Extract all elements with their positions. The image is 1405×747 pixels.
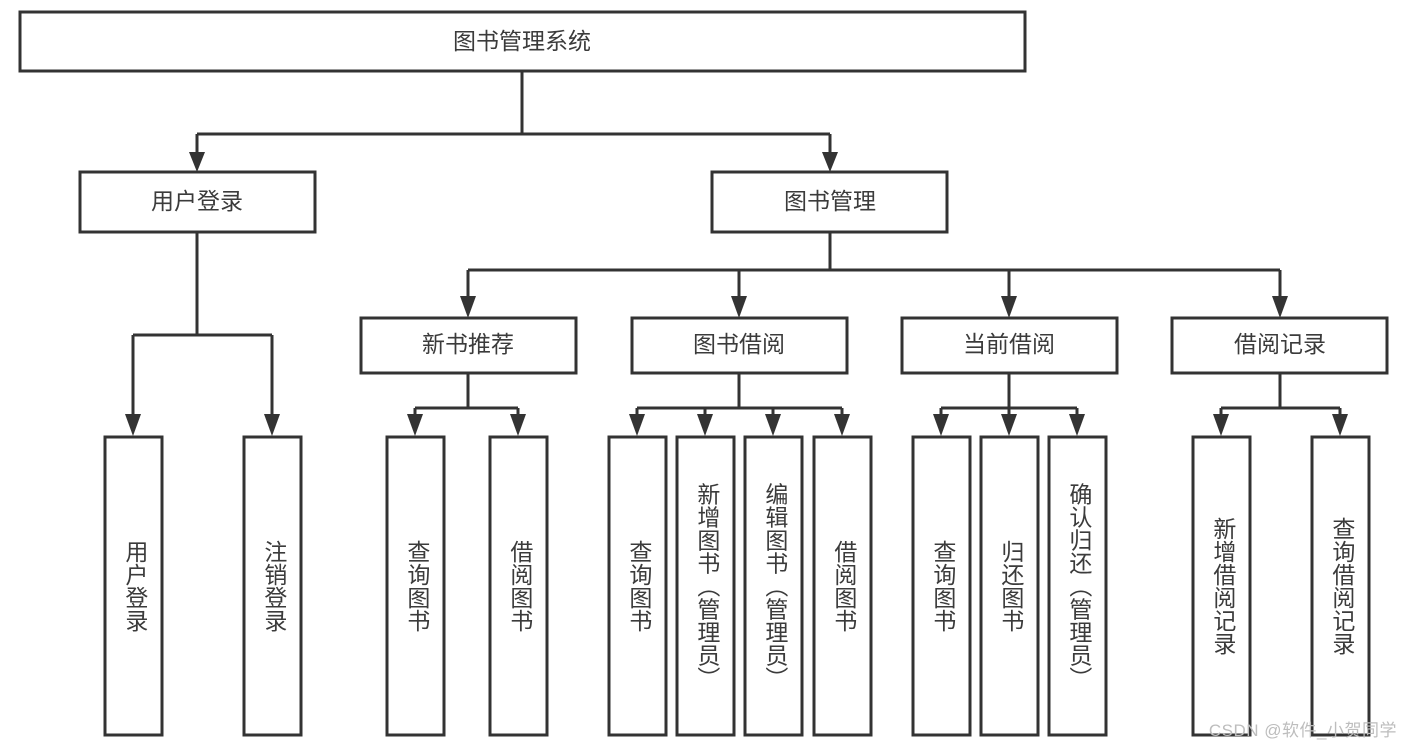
leaf-user-login-2-label: 注销登录 <box>261 540 288 632</box>
leaf-current-borrow-1[interactable]: 查询图书 <box>911 435 972 737</box>
leaf-book-borrow-3-box[interactable] <box>743 435 804 737</box>
node-book-management[interactable]: 图书管理 <box>710 170 949 234</box>
leaf-current-borrow-2-label: 归还图书 <box>998 540 1025 632</box>
leaf-borrow-record-2[interactable]: 查询借阅记录 <box>1310 435 1371 737</box>
arrow-book-mgmt-child-1 <box>460 296 476 318</box>
arrow-book-borrow-leaf-4 <box>834 414 850 436</box>
arrow-current-borrow-leaf-2 <box>1001 414 1017 436</box>
node-root[interactable]: 图书管理系统 <box>18 10 1027 73</box>
arrow-book-borrow-leaf-1 <box>629 414 645 436</box>
leaf-user-login-1-label: 用户登录 <box>122 540 149 632</box>
arrow-new-book-leaf-2 <box>510 414 526 436</box>
arrow-root-to-user-login <box>189 152 205 172</box>
leaf-new-book-2-label: 借阅图书 <box>507 540 534 632</box>
node-new-book-recommend[interactable]: 新书推荐 <box>359 316 578 375</box>
leaf-user-login-2-box[interactable] <box>242 435 303 737</box>
node-new-book-recommend-label: 新书推荐 <box>422 331 514 357</box>
arrow-user-login-leaf-1 <box>125 414 141 436</box>
leaf-user-login-2[interactable]: 注销登录 <box>242 435 303 737</box>
arrow-book-mgmt-child-2 <box>731 296 747 318</box>
node-current-borrow-box[interactable] <box>900 316 1119 375</box>
arrow-current-borrow-leaf-1 <box>933 414 949 436</box>
node-borrow-record[interactable]: 借阅记录 <box>1170 316 1389 375</box>
leaf-current-borrow-2-box[interactable] <box>979 435 1040 737</box>
leaf-book-borrow-1[interactable]: 查询图书 <box>607 435 668 737</box>
leaf-new-book-1-label: 查询图书 <box>404 540 431 632</box>
leaf-new-book-1[interactable]: 查询图书 <box>385 435 446 737</box>
leaf-book-borrow-2[interactable]: 新增图书（管理员） <box>675 435 736 737</box>
leaf-borrow-record-1-label: 新增借阅记录 <box>1210 517 1237 655</box>
arrow-user-login-leaf-2 <box>264 414 280 436</box>
connector-layer <box>125 71 1348 436</box>
arrow-new-book-leaf-1 <box>407 414 423 436</box>
node-current-borrow[interactable]: 当前借阅 <box>900 316 1119 375</box>
leaf-borrow-record-1-box[interactable] <box>1191 435 1252 737</box>
leaf-book-borrow-4-label: 借阅图书 <box>831 540 858 632</box>
arrow-current-borrow-leaf-3 <box>1069 414 1085 436</box>
arrow-book-mgmt-child-4 <box>1272 296 1288 318</box>
leaf-new-book-2-box[interactable] <box>488 435 549 737</box>
csdn-watermark: CSDN @软件_小贺同学 <box>1208 721 1397 740</box>
leaf-current-borrow-3-box[interactable] <box>1047 435 1108 737</box>
arrow-borrow-record-leaf-1 <box>1213 414 1229 436</box>
node-user-login[interactable]: 用户登录 <box>78 170 317 234</box>
leaf-book-borrow-4[interactable]: 借阅图书 <box>812 435 873 737</box>
leaf-current-borrow-1-box[interactable] <box>911 435 972 737</box>
node-root-label: 图书管理系统 <box>453 28 591 54</box>
leaf-book-borrow-3-label: 编辑图书（管理员） <box>762 483 789 690</box>
leaf-book-borrow-1-box[interactable] <box>607 435 668 737</box>
node-user-login-label: 用户登录 <box>151 188 243 214</box>
node-current-borrow-label: 当前借阅 <box>963 331 1055 357</box>
leaf-current-borrow-3-label: 确认归还（管理员） <box>1066 483 1093 690</box>
leaf-borrow-record-2-box[interactable] <box>1310 435 1371 737</box>
leaf-current-borrow-1-label: 查询图书 <box>930 540 957 632</box>
leaf-book-borrow-2-label: 新增图书（管理员） <box>694 483 721 690</box>
node-book-borrow[interactable]: 图书借阅 <box>630 316 849 375</box>
node-borrow-record-label: 借阅记录 <box>1234 331 1326 357</box>
node-book-management-label: 图书管理 <box>784 188 876 214</box>
arrow-book-borrow-leaf-2 <box>697 414 713 436</box>
leaf-borrow-record-1[interactable]: 新增借阅记录 <box>1191 435 1252 737</box>
leaf-current-borrow-2[interactable]: 归还图书 <box>979 435 1040 737</box>
node-book-borrow-box[interactable] <box>630 316 849 375</box>
leaf-user-login-1-box[interactable] <box>103 435 164 737</box>
node-borrow-record-box[interactable] <box>1170 316 1389 375</box>
node-user-login-box[interactable] <box>78 170 317 234</box>
node-book-management-box[interactable] <box>710 170 949 234</box>
leaf-book-borrow-2-box[interactable] <box>675 435 736 737</box>
leaf-book-borrow-3[interactable]: 编辑图书（管理员） <box>743 435 804 737</box>
node-root-box[interactable] <box>18 10 1027 73</box>
arrow-book-mgmt-child-3 <box>1001 296 1017 318</box>
leaf-book-borrow-4-box[interactable] <box>812 435 873 737</box>
arrow-root-to-book-mgmt <box>822 152 838 172</box>
node-new-book-recommend-box[interactable] <box>359 316 578 375</box>
leaf-user-login-1[interactable]: 用户登录 <box>103 435 164 737</box>
arrow-book-borrow-leaf-3 <box>765 414 781 436</box>
leaf-book-borrow-1-label: 查询图书 <box>626 540 653 632</box>
arrow-borrow-record-leaf-2 <box>1332 414 1348 436</box>
node-book-borrow-label: 图书借阅 <box>693 331 785 357</box>
leaf-current-borrow-3[interactable]: 确认归还（管理员） <box>1047 435 1108 737</box>
leaf-new-book-1-box[interactable] <box>385 435 446 737</box>
leaf-borrow-record-2-label: 查询借阅记录 <box>1329 517 1356 655</box>
leaf-new-book-2[interactable]: 借阅图书 <box>488 435 549 737</box>
